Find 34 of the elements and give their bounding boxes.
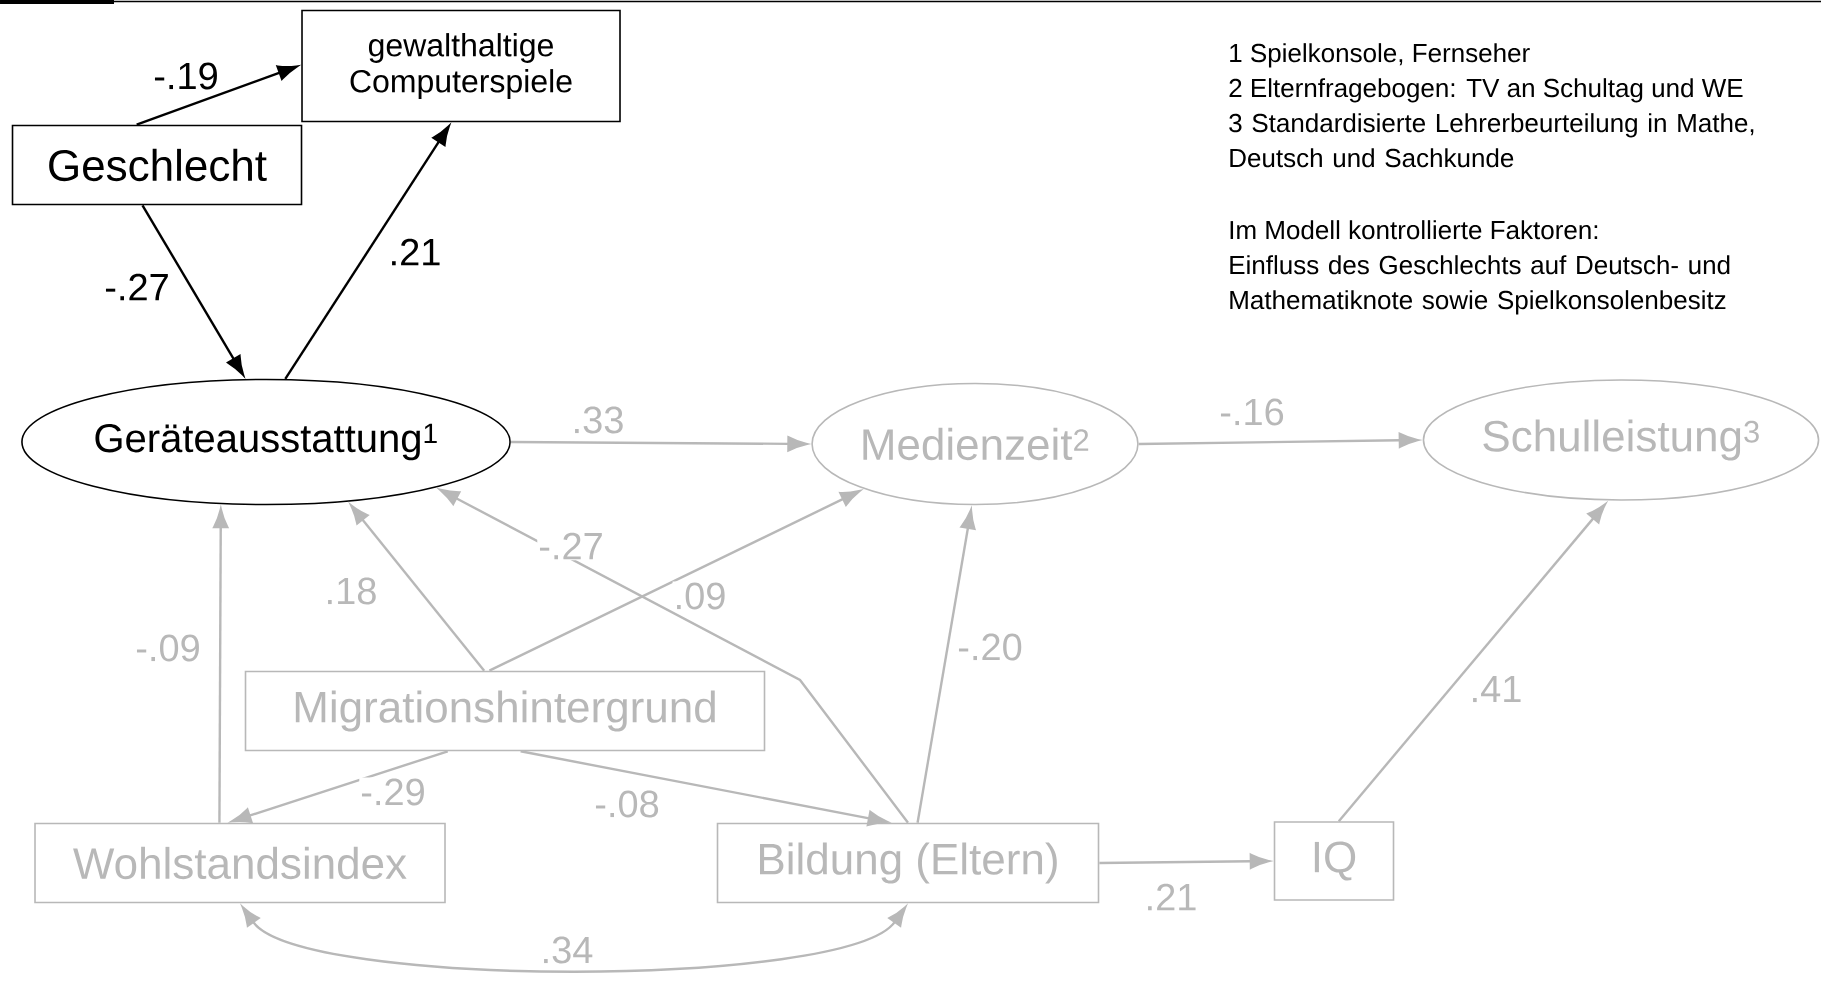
edge-label: .33 bbox=[570, 405, 626, 435]
variable-box: Migrationshintergrund bbox=[244, 670, 766, 752]
edge-label: .21 bbox=[387, 237, 443, 267]
note-text: 3 Standardisierte Lehrerbeurteilung in Mathe, Deutsch und Sachkunde bbox=[1229, 113, 1754, 168]
edge-label: -.09 bbox=[134, 633, 202, 663]
arrow bbox=[488, 490, 861, 672]
arrow bbox=[1099, 853, 1270, 869]
edge-label: -.16 bbox=[1218, 397, 1286, 427]
edge-label: -.19 bbox=[152, 61, 220, 91]
arrow bbox=[136, 65, 298, 126]
arrow bbox=[1337, 503, 1606, 822]
arrow bbox=[141, 204, 245, 376]
note-text: Im Modell kontrollierte Faktoren: bbox=[1230, 220, 1598, 240]
arrow bbox=[1138, 432, 1419, 448]
edge-label: -.27 bbox=[103, 272, 171, 302]
edge-label: -.27 bbox=[537, 531, 605, 561]
note-text: Einfluss des Geschlechts auf Deutsch- und Mathematiknote sowie Spielkonsolenbesitz bbox=[1230, 255, 1730, 315]
variable-box: Geschlecht bbox=[11, 124, 303, 206]
edge-label: .41 bbox=[1468, 674, 1524, 704]
variable-box: Bildung (Eltern) bbox=[716, 822, 1100, 904]
arrow bbox=[284, 125, 450, 380]
arrow bbox=[510, 436, 808, 452]
edge-label: -.20 bbox=[956, 632, 1024, 662]
edge-label: .09 bbox=[672, 581, 728, 611]
variable-box: Wohlstandsindex bbox=[34, 822, 446, 904]
double-headed-arrow bbox=[241, 906, 907, 973]
variable-box: IQ bbox=[1273, 821, 1395, 901]
variable-box: gewalthaltige Computerspiele bbox=[301, 9, 621, 123]
arrow bbox=[350, 504, 486, 672]
edge-label: .34 bbox=[539, 935, 595, 965]
edge-label: .21 bbox=[1143, 882, 1199, 912]
note-text: 1 Spielkonsole, Fernseher bbox=[1230, 43, 1530, 68]
edge-label: .18 bbox=[323, 576, 379, 606]
note-text: 2 Elternfragebogen: TV an Schultag und WE bbox=[1229, 78, 1743, 103]
